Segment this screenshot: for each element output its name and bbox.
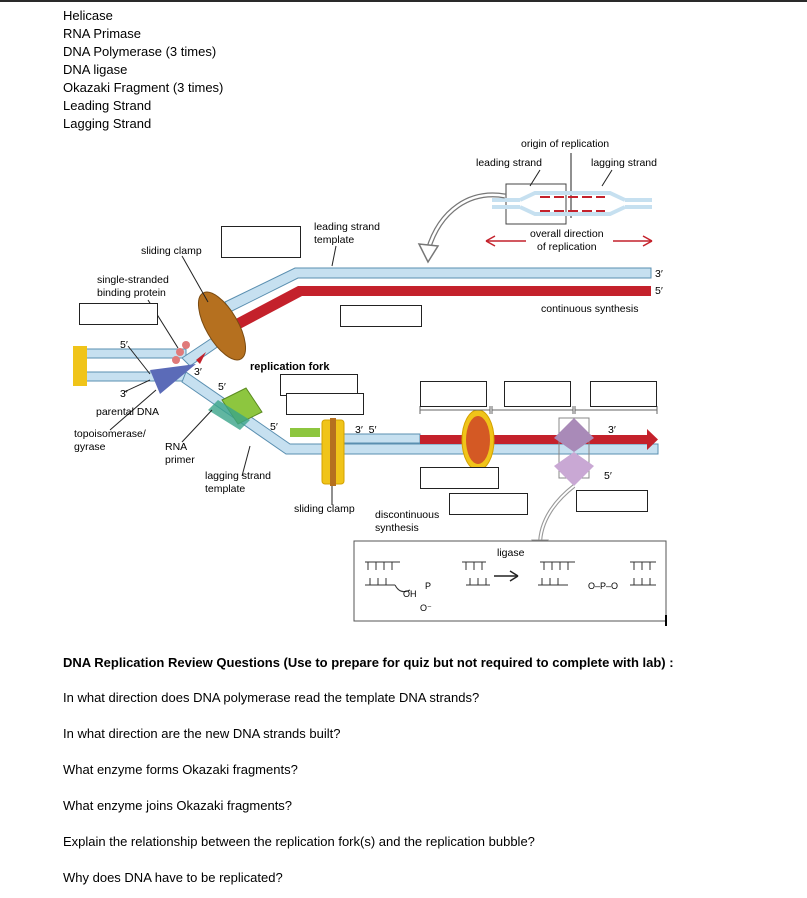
replication-bubble-inset: [417, 153, 653, 264]
label-overall-direction: overall direction of replication: [530, 228, 604, 253]
question-item: Explain the relationship between the rep…: [63, 834, 535, 849]
helicase-shape: [150, 364, 196, 394]
word-bank-item: Leading Strand: [63, 98, 152, 113]
diagram-artwork: [73, 153, 667, 622]
label-rna-primer: RNA primer: [165, 441, 195, 466]
label-leading-strand-template: leading strand template: [314, 221, 380, 246]
word-bank-item: Okazaki Fragment (3 times): [63, 80, 224, 95]
label-ligase: ligase: [497, 547, 525, 559]
chem-p-right: O–P–O: [588, 581, 619, 591]
label-origin-of-replication: origin of replication: [521, 138, 610, 150]
answer-box[interactable]: [340, 305, 422, 327]
label-3prime-left: 3′: [120, 388, 128, 400]
label-discontinuous-synthesis: discontinuous synthesis: [375, 509, 440, 534]
answer-box[interactable]: [420, 467, 499, 489]
label-leading-strand: leading strand: [476, 157, 542, 169]
answer-box[interactable]: [221, 226, 301, 258]
chem-oh: OH: [403, 589, 417, 599]
text-cursor: [665, 615, 667, 626]
label-lagging-strand-template: lagging strand template: [205, 470, 271, 495]
label-replication-fork: replication fork: [250, 361, 330, 373]
label-3prime-right-top: 3′: [655, 268, 663, 280]
answer-box[interactable]: [504, 381, 571, 407]
word-bank-item: DNA Polymerase (3 times): [63, 44, 217, 59]
polymerase-top: [172, 291, 247, 364]
primase: [208, 387, 263, 430]
label-sliding-clamp-bottom: sliding clamp: [294, 503, 355, 515]
question-item: Why does DNA have to be replicated?: [63, 870, 283, 885]
question-item: In what direction are the new DNA strand…: [63, 726, 341, 741]
label-parental-dna: parental DNA: [96, 406, 160, 418]
label-lagging-strand: lagging strand: [591, 157, 657, 169]
label-3prime-right-mid: 3′: [608, 424, 616, 436]
answer-box[interactable]: [449, 493, 528, 515]
sliding-clamp-bottom: [321, 418, 345, 486]
label-3-5-mid: 3′ 5′: [355, 424, 377, 436]
answer-box[interactable]: [286, 393, 364, 415]
top-rule: [0, 0, 807, 2]
label-5prime-lagging: 5′: [270, 421, 278, 433]
question-item: What enzyme joins Okazaki fragments?: [63, 798, 293, 813]
label-single-stranded-binding-protein: single-stranded binding protein: [97, 274, 169, 299]
word-bank-item: Lagging Strand: [63, 116, 152, 131]
answer-box[interactable]: [590, 381, 657, 407]
answer-box[interactable]: [576, 490, 648, 512]
word-bank-item: RNA Primase: [63, 26, 142, 41]
label-sliding-clamp-top: sliding clamp: [141, 245, 202, 257]
label-topoisomerase-gyrase: topoisomerase/ gyrase: [74, 428, 146, 453]
label-continuous-synthesis: continuous synthesis: [541, 303, 639, 315]
polymerase-oval: [461, 409, 495, 471]
ligation-chemistry: [353, 540, 667, 622]
answer-box[interactable]: [420, 381, 487, 407]
chem-p-left: P: [425, 581, 432, 591]
word-bank-item: DNA ligase: [63, 62, 128, 77]
word-bank-item: Helicase: [63, 8, 113, 23]
label-3prime-helicase: 3′: [194, 366, 202, 378]
answer-box[interactable]: [79, 303, 158, 325]
questions-title: DNA Replication Review Questions (Use to…: [63, 655, 674, 670]
chem-o-minus: O⁻: [420, 603, 432, 613]
brackets: [419, 406, 658, 414]
label-5prime-right-top: 5′: [655, 285, 663, 297]
question-item: In what direction does DNA polymerase re…: [63, 690, 480, 705]
label-5prime-right-bottom: 5′: [604, 470, 612, 482]
leading-arm: [224, 267, 652, 330]
dna-replication-diagram: origin of replication leading strand lag…: [73, 138, 667, 622]
word-bank: Helicase RNA Primase DNA Polymerase (3 t…: [63, 7, 223, 133]
question-item: What enzyme forms Okazaki fragments?: [63, 762, 298, 777]
label-5prime-primer: 5′: [218, 381, 226, 393]
label-5prime-left: 5′: [120, 339, 128, 351]
